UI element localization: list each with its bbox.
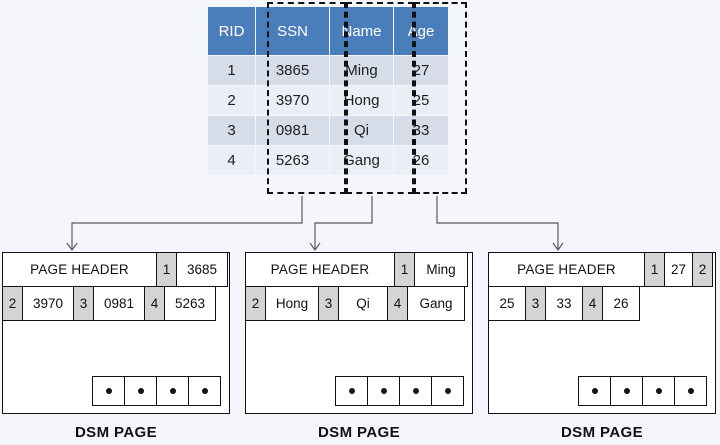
page3-value-1: 27 bbox=[664, 252, 693, 287]
page1-rid-1: 1 bbox=[156, 252, 177, 287]
cell-name: Ming bbox=[329, 55, 394, 86]
page1-dots-strip bbox=[92, 376, 221, 406]
page3-value-4: 26 bbox=[602, 286, 640, 321]
dsm-page-3: PAGE HEADER 1 27 2 25 3 33 4 26 bbox=[488, 252, 716, 414]
page2-header-row: PAGE HEADER 1 Ming bbox=[245, 252, 472, 287]
table-row: 2 3970 Hong 25 bbox=[207, 85, 449, 116]
page3-rid-4: 4 bbox=[582, 286, 603, 321]
page1-page-header-label: PAGE HEADER bbox=[2, 252, 157, 287]
page1-value-3: 0981 bbox=[93, 286, 145, 321]
page3-dot-cell bbox=[610, 376, 643, 406]
cell-name: Gang bbox=[329, 145, 394, 176]
page1-dot-cell bbox=[124, 376, 157, 406]
page2-value-3: Qi bbox=[338, 286, 388, 321]
page2-dot-cell bbox=[367, 376, 400, 406]
table-header-row: RID SSN Name Age bbox=[207, 6, 449, 56]
page1-dot-cell bbox=[156, 376, 189, 406]
table-row: 3 0981 Qi 33 bbox=[207, 115, 449, 146]
cell-rid: 1 bbox=[207, 55, 256, 86]
dot-icon bbox=[655, 388, 662, 394]
page1-value-4: 5263 bbox=[164, 286, 216, 321]
page1-value-1: 3685 bbox=[176, 252, 228, 287]
page2-rid-4: 4 bbox=[387, 286, 408, 321]
cell-ssn: 5263 bbox=[255, 145, 330, 176]
dot-icon bbox=[412, 388, 419, 394]
connector-name-to-page2 bbox=[314, 196, 373, 249]
dsm-page-2-caption: DSM PAGE bbox=[317, 424, 401, 441]
table-row: 4 5263 Gang 26 bbox=[207, 145, 449, 176]
page2-dot-cell bbox=[335, 376, 368, 406]
column-header-name: Name bbox=[329, 6, 394, 56]
arrowhead-page1 bbox=[66, 242, 78, 252]
column-header-age: Age bbox=[393, 6, 449, 56]
page2-value-2: Hong bbox=[265, 286, 319, 321]
page2-dot-cell bbox=[399, 376, 432, 406]
page3-rid-1: 1 bbox=[644, 252, 665, 287]
page3-row-spacer bbox=[639, 286, 715, 321]
cell-name: Qi bbox=[329, 115, 394, 146]
cell-name: Hong bbox=[329, 85, 394, 116]
page1-dot-cell bbox=[92, 376, 125, 406]
dot-icon bbox=[380, 388, 387, 394]
dot-icon bbox=[105, 388, 112, 394]
page3-rid-3: 3 bbox=[525, 286, 546, 321]
dot-icon bbox=[687, 388, 694, 394]
dot-icon bbox=[444, 388, 451, 394]
page3-dot-cell bbox=[578, 376, 611, 406]
table-row: 1 3865 Ming 27 bbox=[207, 55, 449, 86]
arrowhead-page2 bbox=[309, 242, 321, 252]
page1-dot-cell bbox=[188, 376, 221, 406]
page3-data-row: 25 3 33 4 26 bbox=[488, 286, 715, 321]
dot-icon bbox=[137, 388, 144, 394]
page2-dots-strip bbox=[335, 376, 464, 406]
page3-header-row: PAGE HEADER 1 27 2 bbox=[488, 252, 715, 287]
page2-data-row: 2 Hong 3 Qi 4 Gang bbox=[245, 286, 472, 321]
dot-icon bbox=[169, 388, 176, 394]
page3-dots-strip bbox=[578, 376, 707, 406]
cell-age: 27 bbox=[393, 55, 449, 86]
cell-age: 25 bbox=[393, 85, 449, 116]
cell-ssn: 3865 bbox=[255, 55, 330, 86]
dot-icon bbox=[348, 388, 355, 394]
dot-icon bbox=[591, 388, 598, 394]
page2-dot-cell bbox=[431, 376, 464, 406]
cell-rid: 4 bbox=[207, 145, 256, 176]
page1-header-row: PAGE HEADER 1 3685 bbox=[2, 252, 229, 287]
page2-rid-1: 1 bbox=[394, 252, 415, 287]
page3-page-header-label: PAGE HEADER bbox=[488, 252, 645, 287]
page1-rid-3: 3 bbox=[73, 286, 94, 321]
page3-dot-cell bbox=[674, 376, 707, 406]
arrowhead-page3 bbox=[552, 242, 564, 252]
page2-page-header-label: PAGE HEADER bbox=[245, 252, 395, 287]
dsm-page-3-caption: DSM PAGE bbox=[560, 424, 644, 441]
page1-rid-2: 2 bbox=[2, 286, 23, 321]
page2-value-4: Gang bbox=[407, 286, 465, 321]
connector-age-to-page3 bbox=[436, 196, 559, 249]
page3-rid-2: 2 bbox=[692, 252, 713, 287]
cell-age: 33 bbox=[393, 115, 449, 146]
page1-value-2: 3970 bbox=[22, 286, 74, 321]
dsm-page-2: PAGE HEADER 1 Ming 2 Hong 3 Qi 4 Gang bbox=[245, 252, 473, 414]
connector-ssn-to-page1 bbox=[71, 196, 303, 249]
cell-rid: 3 bbox=[207, 115, 256, 146]
page3-dot-cell bbox=[642, 376, 675, 406]
dsm-page-1-caption: DSM PAGE bbox=[74, 424, 158, 441]
cell-ssn: 0981 bbox=[255, 115, 330, 146]
dsm-page-1: PAGE HEADER 1 3685 2 3970 3 0981 4 5263 bbox=[2, 252, 230, 414]
column-header-ssn: SSN bbox=[255, 6, 330, 56]
cell-age: 26 bbox=[393, 145, 449, 176]
cell-ssn: 3970 bbox=[255, 85, 330, 116]
dot-icon bbox=[623, 388, 630, 394]
page1-rid-4: 4 bbox=[144, 286, 165, 321]
cell-rid: 2 bbox=[207, 85, 256, 116]
page3-value-3: 33 bbox=[545, 286, 583, 321]
column-header-rid: RID bbox=[207, 6, 256, 56]
page2-rid-3: 3 bbox=[318, 286, 339, 321]
page2-rid-2: 2 bbox=[245, 286, 266, 321]
source-table: RID SSN Name Age 1 3865 Ming 27 2 3970 H… bbox=[207, 6, 449, 176]
page3-value-2: 25 bbox=[488, 286, 526, 321]
page2-value-1: Ming bbox=[414, 252, 468, 287]
page1-data-row: 2 3970 3 0981 4 5263 bbox=[2, 286, 229, 321]
dot-icon bbox=[201, 388, 208, 394]
